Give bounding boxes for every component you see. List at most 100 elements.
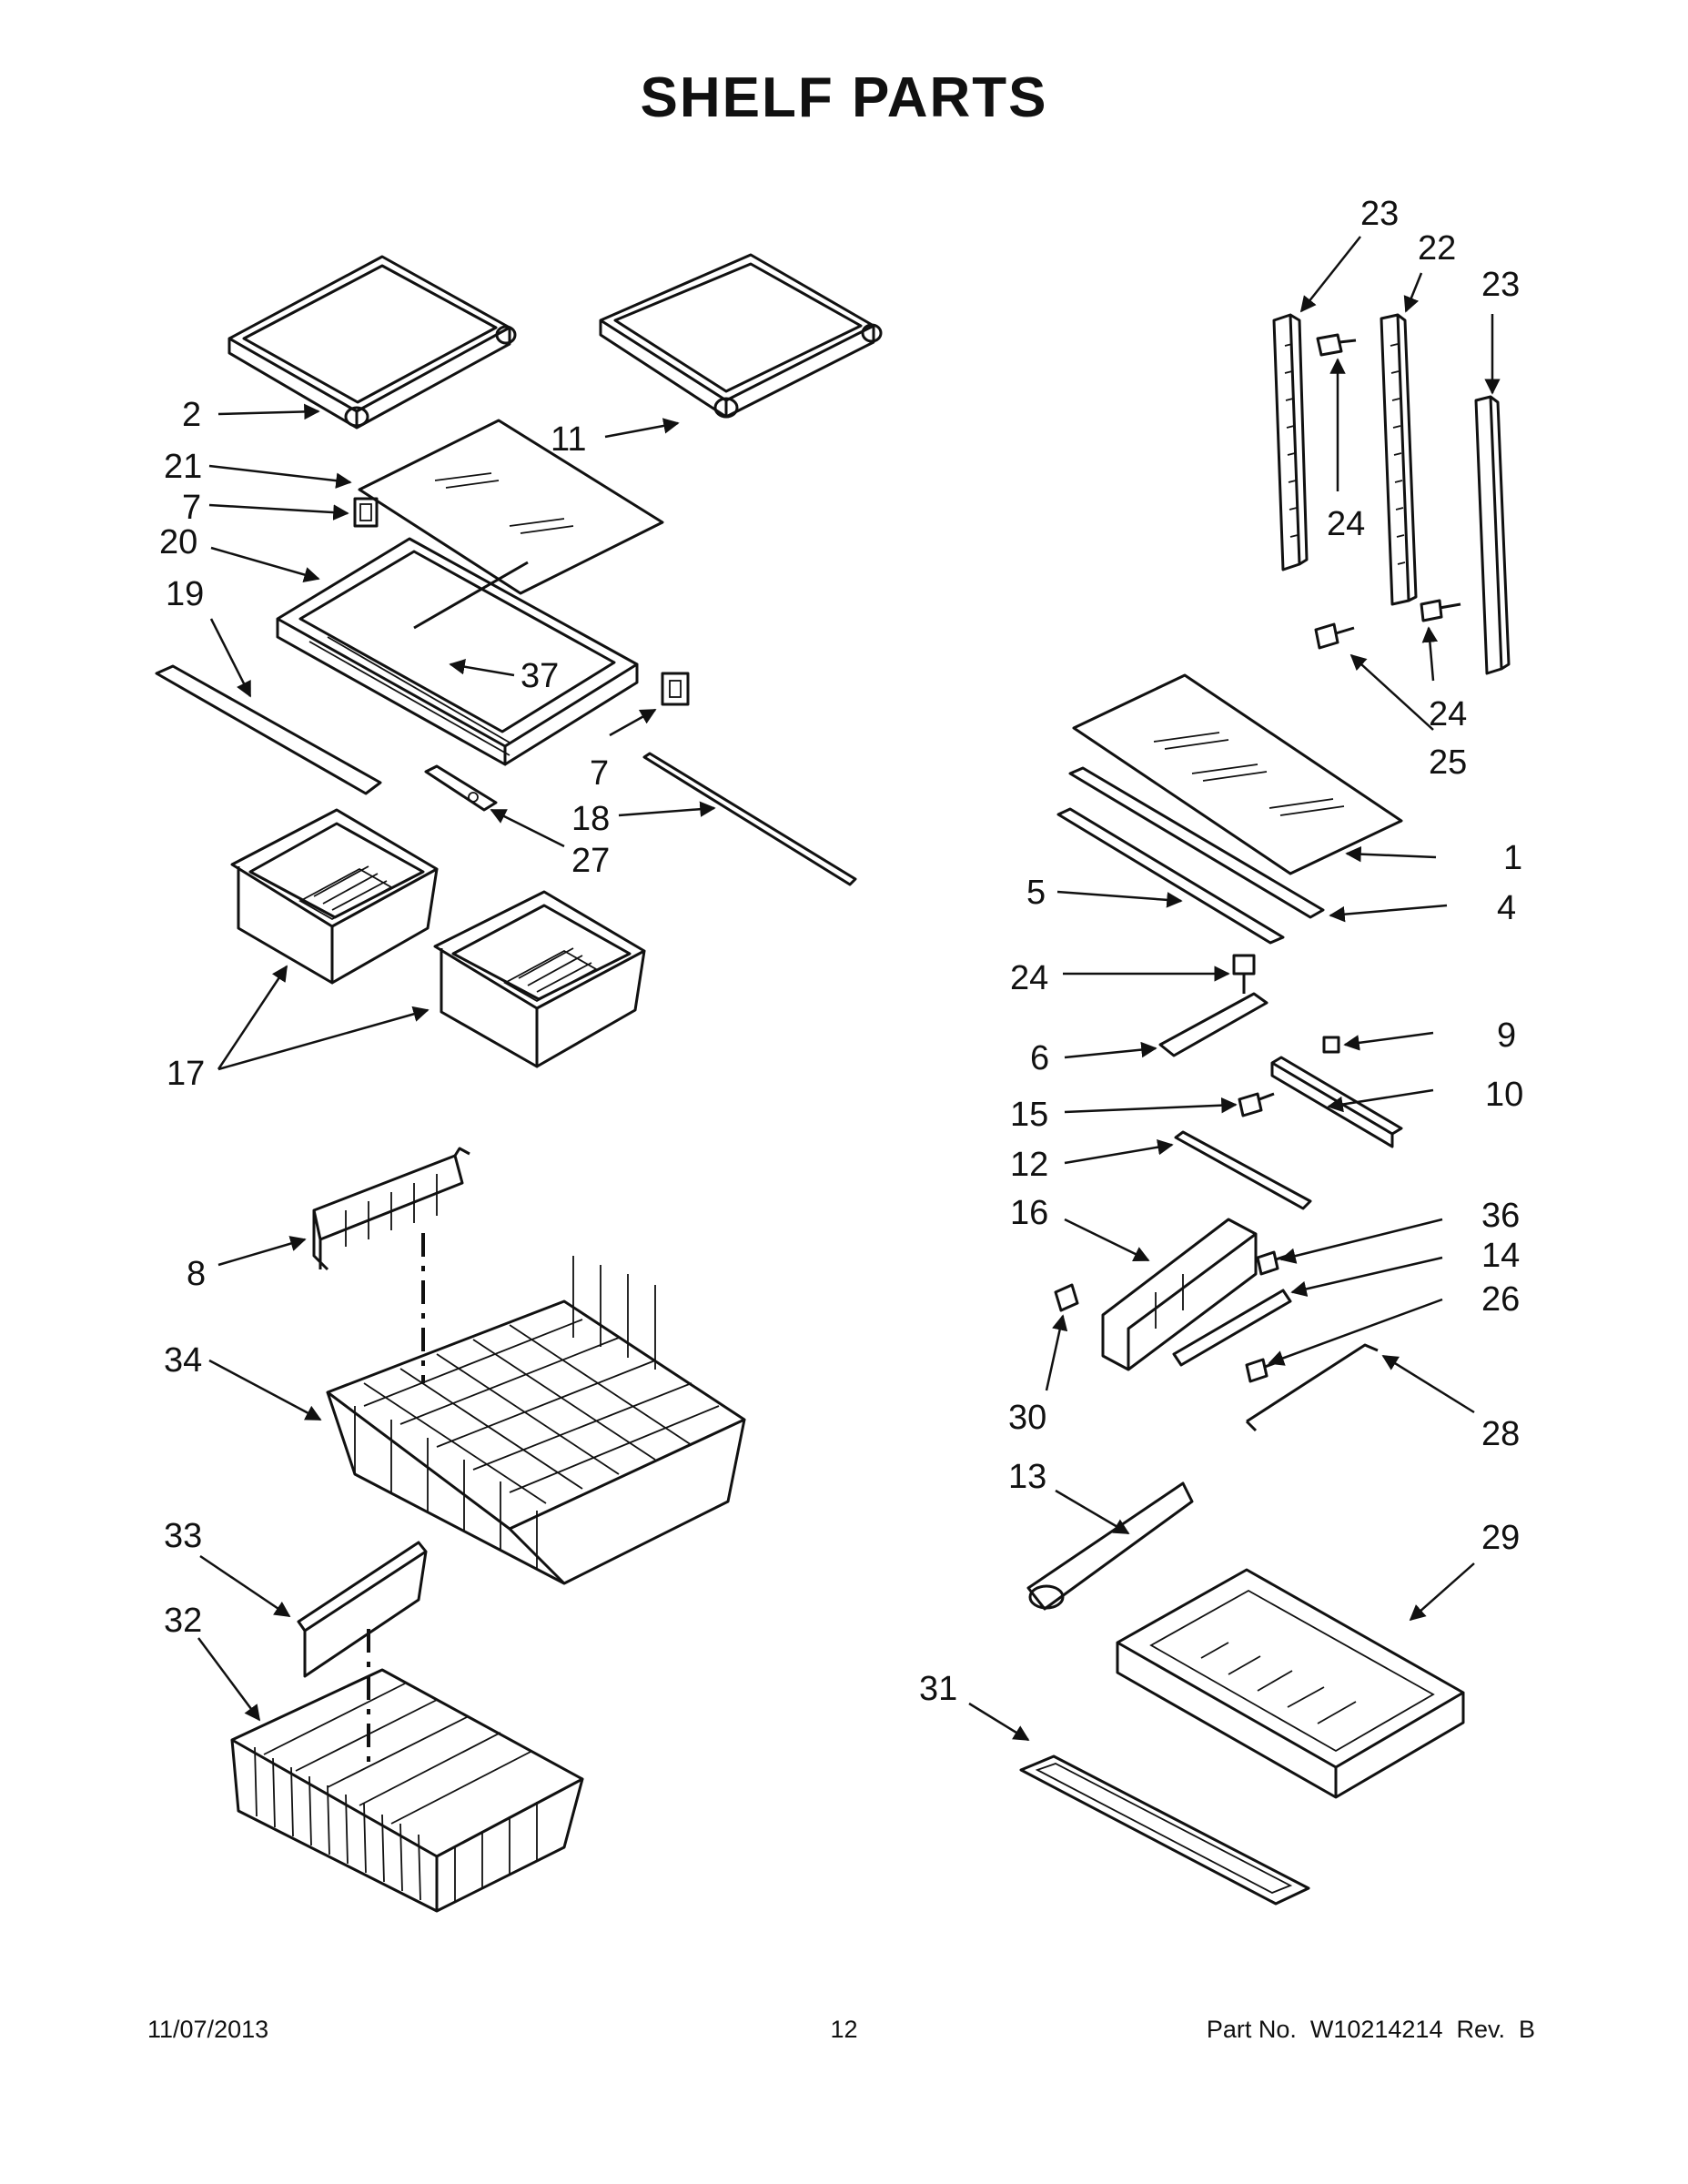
rail-23-left <box>1272 313 1309 571</box>
callout-11: 11 <box>551 420 586 459</box>
trim-strip-5 <box>1056 807 1285 945</box>
callout-14: 14 <box>1481 1237 1520 1275</box>
screw-26 <box>1245 1358 1280 1383</box>
rail-23-right <box>1474 395 1511 675</box>
leader-19 <box>209 618 252 698</box>
cover-31 <box>1019 1754 1310 1906</box>
callout-12: 12 <box>1010 1146 1048 1184</box>
glass-shelf-21 <box>358 419 664 595</box>
callout-25: 25 <box>1429 743 1467 782</box>
callout-2: 2 <box>182 396 201 434</box>
leader-25 <box>1349 653 1434 731</box>
crisper-drawer-17-right <box>433 890 646 1068</box>
bracket-6 <box>1158 992 1269 1057</box>
callout-29: 29 <box>1481 1519 1520 1557</box>
leader-15 <box>1064 1097 1238 1114</box>
footer-part-number: Part No. W10214214 Rev. B <box>1206 2016 1535 2043</box>
leader-23a <box>1299 236 1361 313</box>
callout-4: 4 <box>1497 889 1516 927</box>
leader-8 <box>217 1236 307 1267</box>
tab-30 <box>1054 1283 1079 1312</box>
page-title: SHELF PARTS <box>640 66 1048 129</box>
wire-basket-34 <box>326 1256 746 1585</box>
rod-18 <box>642 752 857 886</box>
callout-22: 22 <box>1418 229 1456 268</box>
callout-21: 21 <box>164 448 202 486</box>
callout-23a: 23 <box>1360 195 1399 233</box>
callout-labels: 2 11 21 7 20 19 37 7 18 27 17 8 34 33 32… <box>159 195 1523 1708</box>
leader-31 <box>968 1702 1030 1742</box>
callout-34: 34 <box>164 1341 202 1380</box>
callout-6: 6 <box>1030 1039 1049 1077</box>
slide-27 <box>424 764 498 812</box>
screw-36 <box>1256 1250 1293 1276</box>
screw-24-middle <box>1232 954 1256 994</box>
leader-5 <box>1056 890 1183 908</box>
rail-14 <box>1172 1289 1292 1367</box>
leader-14 <box>1290 1256 1443 1297</box>
footer-date: 11/07/2013 <box>147 2016 269 2043</box>
wire-28 <box>1245 1343 1379 1432</box>
clip-7-lower <box>661 672 690 706</box>
callout-23b: 23 <box>1481 266 1520 304</box>
callout-16: 16 <box>1010 1194 1048 1232</box>
leader-34 <box>208 1359 322 1421</box>
callout-8: 8 <box>187 1255 206 1293</box>
leader-21 <box>208 464 352 489</box>
callout-5: 5 <box>1026 874 1046 912</box>
callout-17: 17 <box>167 1055 205 1093</box>
leader-1 <box>1345 845 1437 863</box>
leader-27 <box>490 808 565 848</box>
callout-10: 10 <box>1485 1076 1523 1114</box>
tray-29 <box>1116 1568 1465 1799</box>
clip-7-upper <box>353 497 379 528</box>
rail-22 <box>1380 313 1418 606</box>
callout-18: 18 <box>571 800 610 838</box>
callout-26: 26 <box>1481 1280 1520 1319</box>
leader-36 <box>1279 1218 1443 1264</box>
leader-32 <box>197 1637 261 1722</box>
callout-28: 28 <box>1481 1415 1520 1453</box>
callout-15: 15 <box>1010 1096 1048 1134</box>
footer-page-number: 12 <box>830 2016 858 2043</box>
leader-29 <box>1409 1562 1475 1622</box>
divider-33 <box>297 1541 428 1678</box>
wire-12 <box>1174 1130 1312 1210</box>
leader-2 <box>217 403 320 420</box>
shelf-frame-11 <box>599 253 883 419</box>
glass-shelf-1 <box>1072 673 1403 875</box>
divider-8 <box>312 1147 470 1271</box>
leader-17a <box>217 965 288 1070</box>
callout-1: 1 <box>1503 839 1522 877</box>
leader-28 <box>1381 1354 1475 1414</box>
wire-basket-32 <box>230 1668 584 1913</box>
callout-24c: 24 <box>1010 959 1048 997</box>
leader-6 <box>1064 1041 1157 1059</box>
trim-strip-4 <box>1068 766 1325 919</box>
leader-26 <box>1268 1298 1443 1366</box>
leader-17b <box>217 1006 430 1071</box>
crisper-cover-frame-20 <box>276 537 639 766</box>
leader-10 <box>1327 1088 1434 1113</box>
screw-25 <box>1314 622 1355 650</box>
trim-strip-19 <box>155 664 382 795</box>
leader-13 <box>1055 1489 1130 1535</box>
leader-20 <box>210 546 320 583</box>
leader-7b <box>609 708 657 737</box>
clip-9 <box>1322 1036 1340 1054</box>
callout-33: 33 <box>164 1517 202 1555</box>
leader-24b <box>1421 626 1439 682</box>
crisper-drawer-17-left <box>230 808 439 985</box>
callout-30: 30 <box>1008 1399 1046 1437</box>
leader-12 <box>1064 1139 1174 1165</box>
callout-27: 27 <box>571 842 610 880</box>
leader-22 <box>1403 272 1423 313</box>
leader-30 <box>1045 1314 1068 1391</box>
screw-24-upper <box>1316 333 1357 357</box>
screw-15 <box>1238 1092 1275 1117</box>
leader-33 <box>199 1554 291 1618</box>
callout-19: 19 <box>166 575 204 613</box>
callout-13: 13 <box>1008 1458 1046 1496</box>
callout-31: 31 <box>919 1670 957 1708</box>
